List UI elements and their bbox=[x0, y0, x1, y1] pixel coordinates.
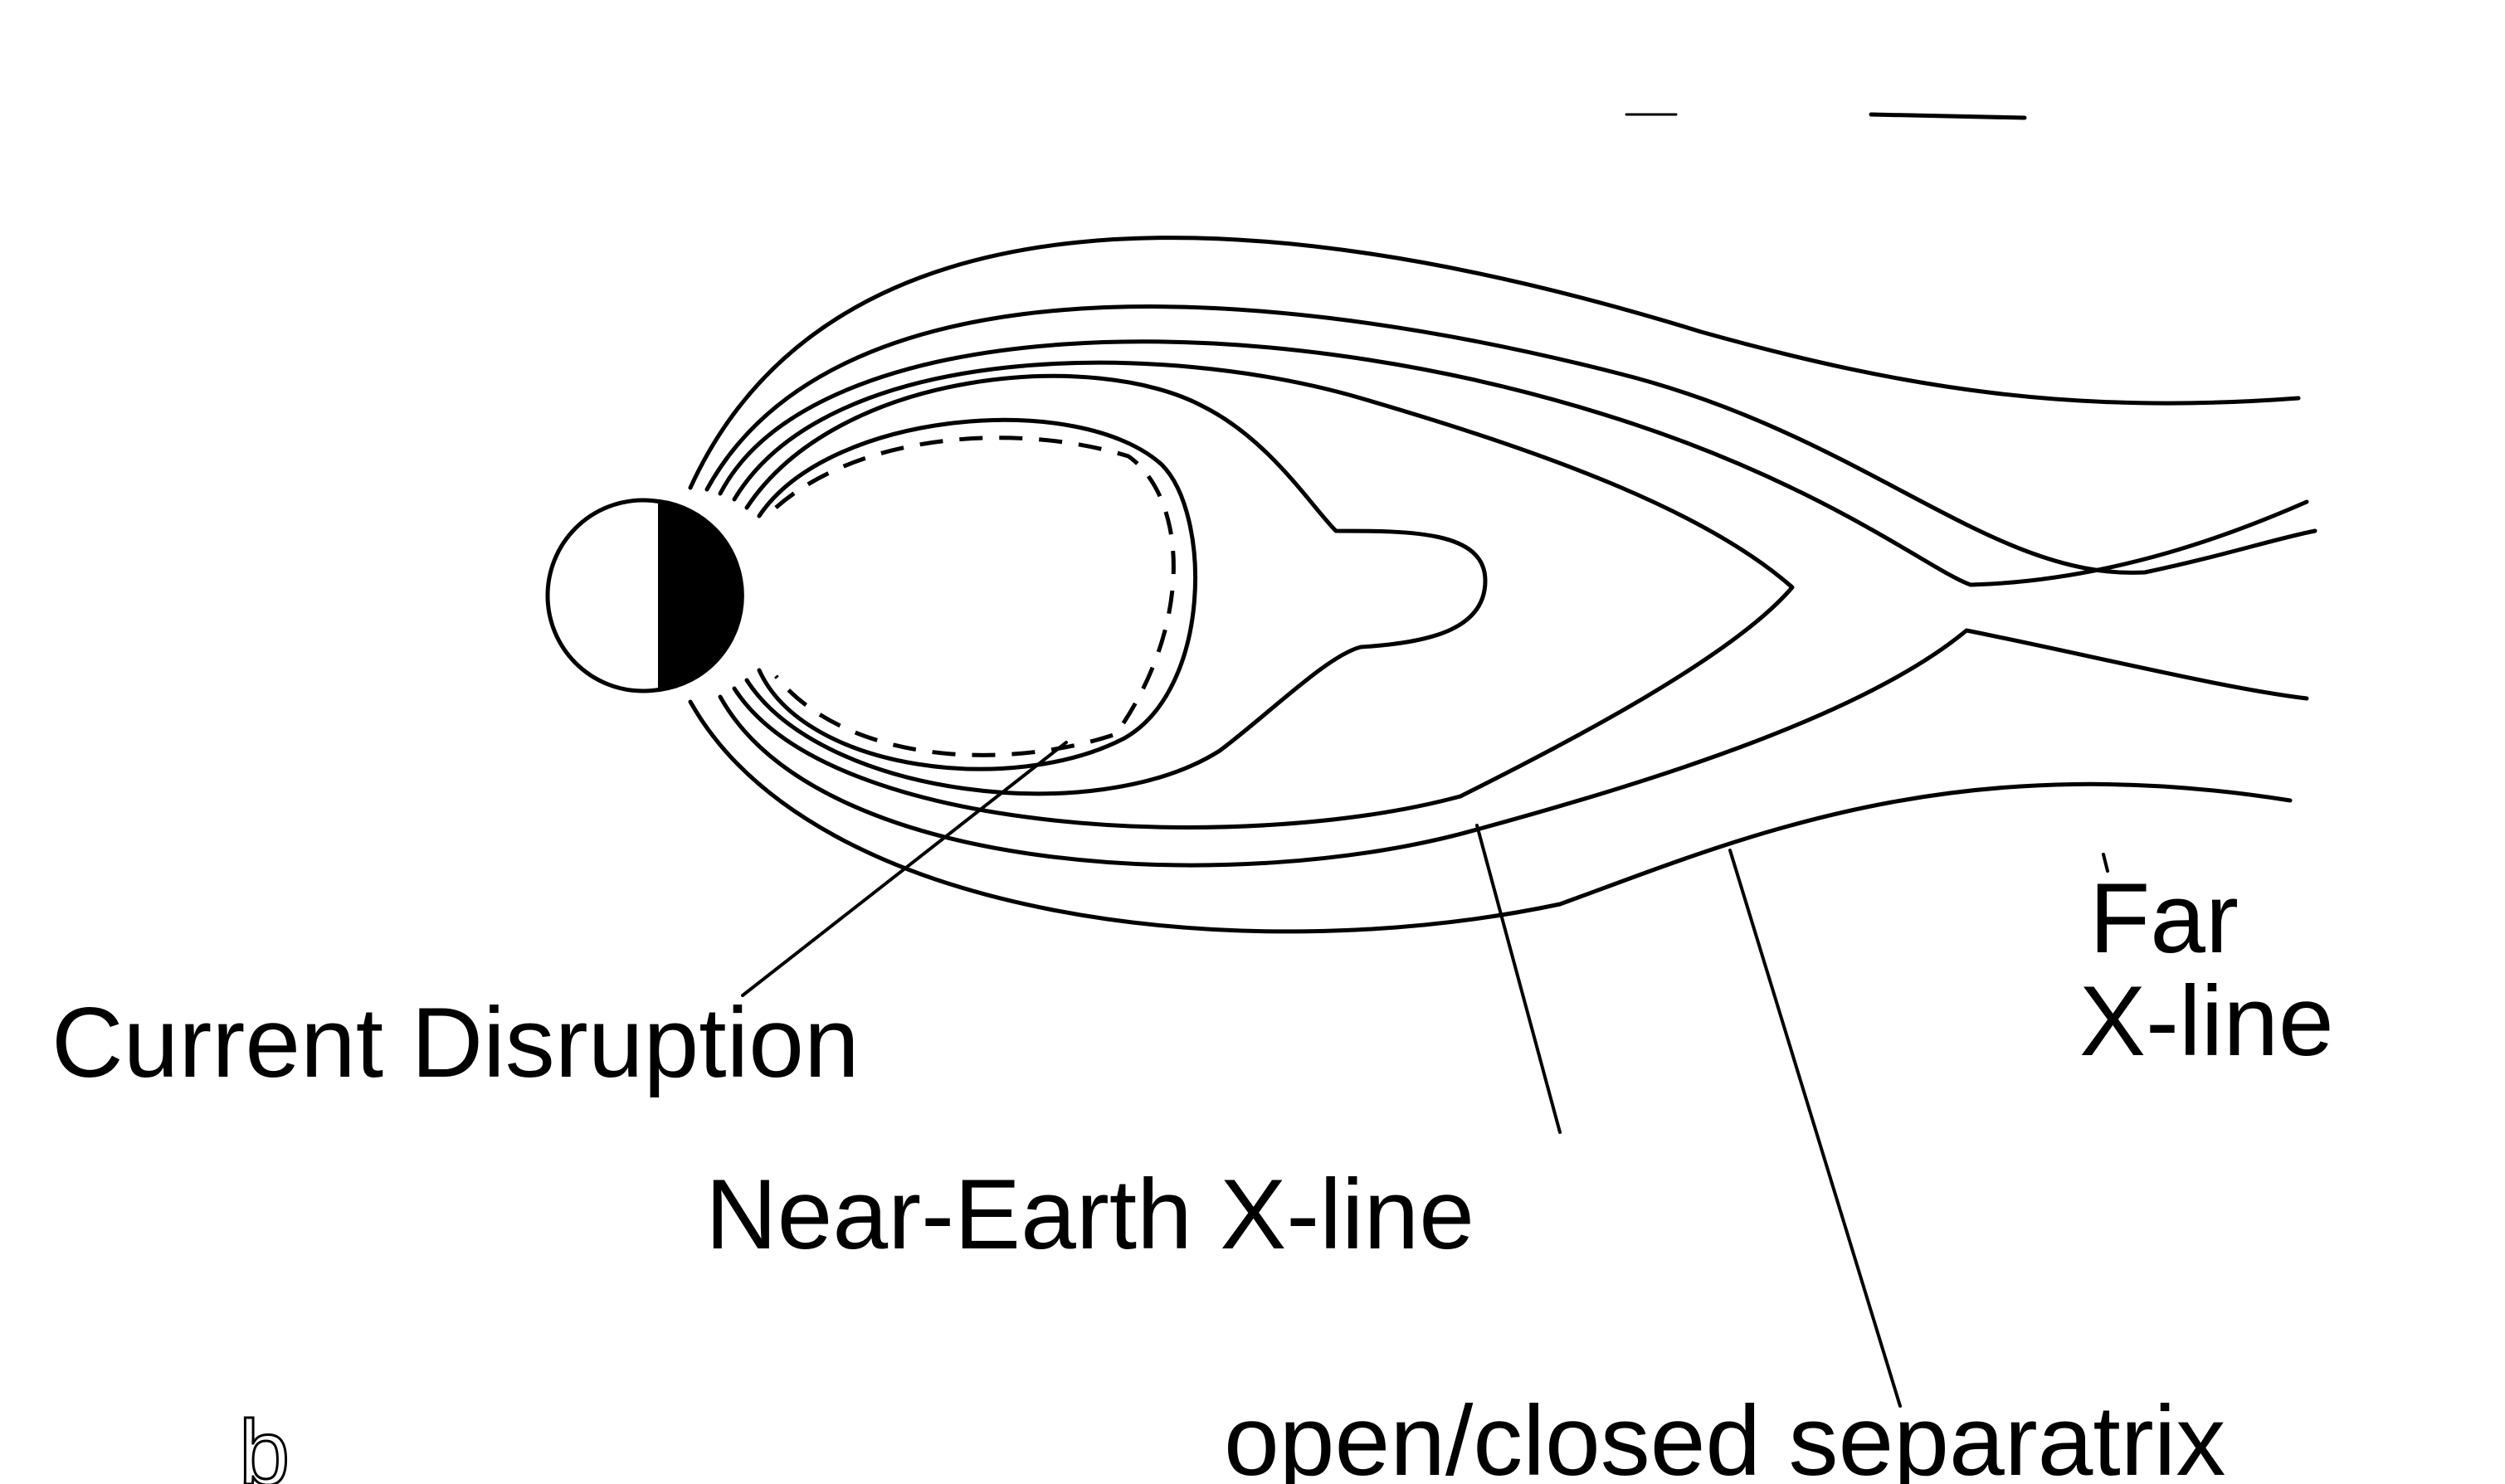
label-separatrix: open/closed separatrix bbox=[1224, 1385, 2225, 1484]
label-current-disruption: Current Disruption bbox=[51, 987, 860, 1098]
stray-mark bbox=[1869, 112, 2027, 120]
separatrix-line-upper bbox=[688, 236, 2301, 490]
leader-far-x-line bbox=[2102, 853, 2109, 873]
earth bbox=[545, 498, 744, 693]
label-far-x-line: X-line bbox=[2079, 966, 2334, 1077]
leader-separatrix bbox=[1728, 849, 1902, 1408]
dashed-field-loop bbox=[774, 435, 1176, 757]
field-line-4-lower bbox=[718, 628, 2309, 868]
closed-field-line-bulge bbox=[744, 373, 1488, 796]
field-line-4 bbox=[718, 339, 2309, 587]
leader-current-disruption bbox=[741, 741, 1068, 997]
closed-field-line-3 bbox=[732, 360, 1795, 830]
label-near-earth-x-line: Near-Earth X-line bbox=[705, 1159, 1474, 1270]
closed-field-line-1 bbox=[757, 417, 1198, 771]
separatrix-line-lower bbox=[688, 699, 2293, 934]
label-far: Far bbox=[2089, 863, 2239, 974]
leader-near-earth-x-line bbox=[1475, 824, 1562, 1134]
earth-nightside bbox=[658, 499, 744, 693]
field-line-5 bbox=[704, 304, 2317, 575]
label-panel-letter: b bbox=[239, 1402, 290, 1484]
